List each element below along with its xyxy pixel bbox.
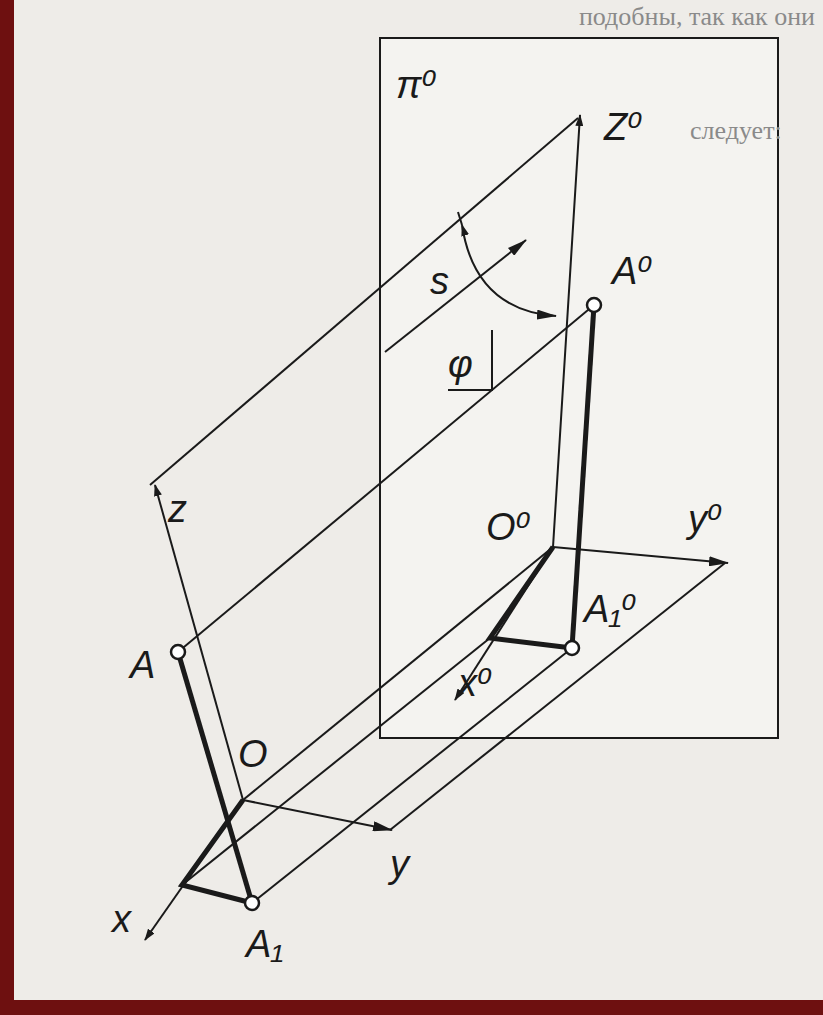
angle-arc [462,225,556,316]
background-text: следует: [690,118,782,144]
point [245,896,259,910]
angle-label: φ [448,345,473,383]
axis-label: z [168,490,187,528]
y-axis [243,800,392,830]
point-label: A₁ [246,925,283,963]
projection-ray [182,638,490,885]
projection-ray [390,563,725,830]
axis-label: x⁰ [458,664,492,702]
direction-label: s [430,262,449,300]
angle-arc [458,212,462,225]
projection-ray [243,547,553,800]
z0-axis [553,115,580,547]
point-label: A⁰ [612,252,653,290]
coordinate-line [490,547,572,648]
axis-label: y [390,845,409,883]
axis-label: Z⁰ [604,108,642,146]
z-axis [155,485,243,800]
projection-ray [178,305,594,652]
axis-label: y⁰ [688,500,722,538]
point [587,298,601,312]
point-label: A₁⁰ [584,590,637,628]
plane-label: π⁰ [396,66,437,104]
projection-ray [252,648,572,903]
direction-s [385,240,526,352]
plane-edge [150,118,578,485]
angle-phi-leg [448,330,492,390]
point-label: A [130,646,155,684]
axis-label: x [112,900,131,938]
point [565,641,579,655]
coordinate-line [178,652,252,903]
background-text: подобны, так как они [579,4,815,30]
point [171,645,185,659]
coordinate-line [182,800,252,903]
origin-label: O [238,735,268,773]
origin-label: O⁰ [486,508,531,546]
